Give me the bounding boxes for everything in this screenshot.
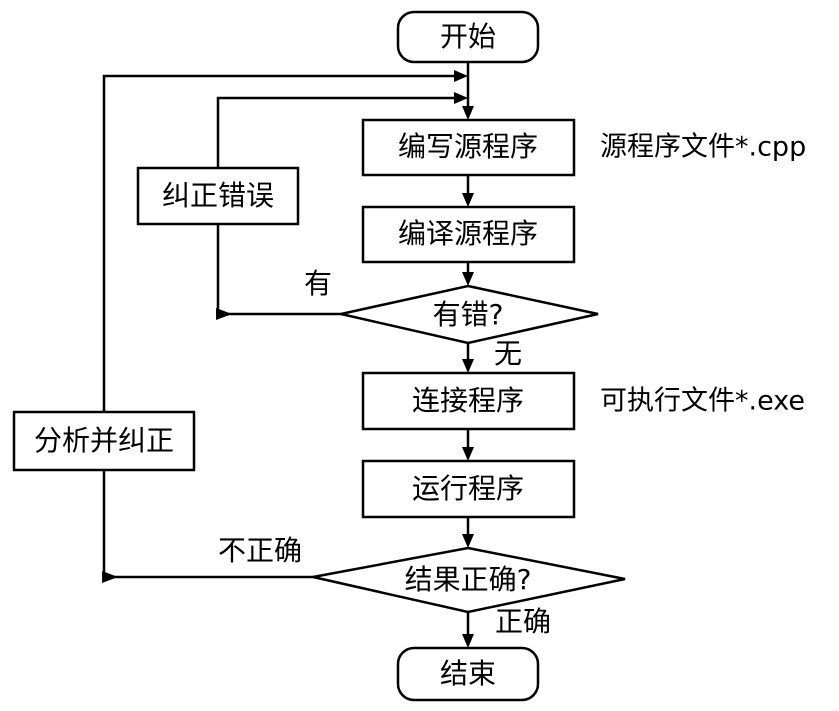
arrow-head bbox=[462, 272, 474, 286]
arrow-head bbox=[462, 634, 474, 648]
arrow-head bbox=[454, 70, 468, 82]
decision-result-correct: 结果正确? bbox=[312, 546, 626, 614]
annotation-executable-file: 可执行文件*.exe bbox=[600, 386, 805, 417]
box-analyze-fix-label: 分析并纠正 bbox=[34, 424, 174, 457]
step-link-program: 连接程序 bbox=[361, 371, 576, 431]
arrow-head bbox=[462, 193, 474, 207]
step-write-source: 编写源程序 bbox=[361, 118, 576, 177]
step-run-program: 运行程序 bbox=[361, 459, 576, 519]
step-compile-label: 编译源程序 bbox=[398, 217, 538, 250]
end-label: 结束 bbox=[440, 657, 496, 690]
arrow-head bbox=[454, 92, 468, 104]
decision-result-correct-label: 结果正确? bbox=[405, 563, 532, 596]
start-label: 开始 bbox=[440, 20, 496, 53]
edge-label-no-error: 无 bbox=[494, 337, 522, 370]
loop-incorrect bbox=[102, 74, 460, 579]
arrow-head bbox=[462, 359, 474, 373]
arrow-head bbox=[462, 534, 474, 548]
arrow-head bbox=[216, 308, 232, 320]
decision-has-error-label: 有错? bbox=[433, 298, 504, 331]
arrow-heads bbox=[102, 70, 474, 648]
start-node: 开始 bbox=[396, 10, 540, 64]
step-link-label: 连接程序 bbox=[412, 384, 524, 417]
edge-label-correct: 正确 bbox=[495, 605, 551, 638]
box-fix-errors-label: 纠正错误 bbox=[162, 179, 274, 212]
edge-label-incorrect: 不正确 bbox=[218, 534, 302, 567]
arrow-head bbox=[102, 571, 118, 583]
box-fix-errors: 纠正错误 bbox=[136, 166, 300, 226]
decision-has-error: 有错? bbox=[340, 284, 599, 345]
edge-label-yes-error: 有 bbox=[304, 267, 332, 300]
step-compile-source: 编译源程序 bbox=[361, 205, 576, 264]
arrow-head bbox=[462, 106, 474, 120]
end-node: 结束 bbox=[396, 646, 540, 702]
step-write-label: 编写源程序 bbox=[398, 130, 538, 163]
arrow-head bbox=[462, 447, 474, 461]
step-run-label: 运行程序 bbox=[412, 472, 524, 505]
box-analyze-fix: 分析并纠正 bbox=[12, 410, 196, 472]
annotation-source-file: 源程序文件*.cpp bbox=[600, 132, 806, 163]
